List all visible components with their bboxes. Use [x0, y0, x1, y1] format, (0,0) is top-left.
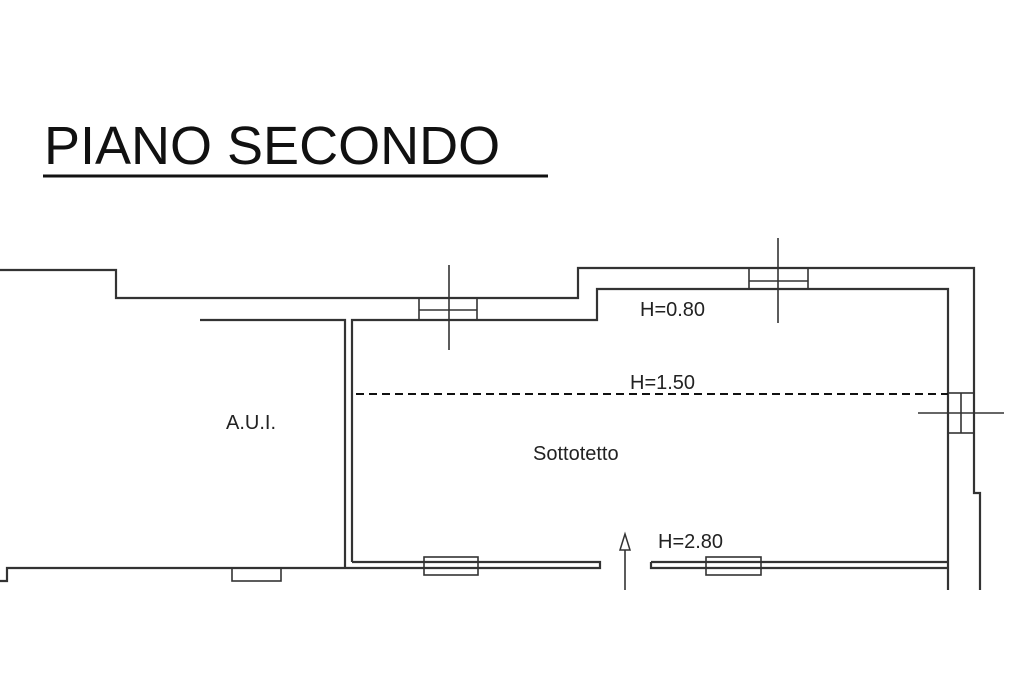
room-label-aui: A.U.I. [226, 412, 276, 434]
entrance-arrow-icon [618, 531, 632, 590]
room-label-sottotetto: Sottotetto [533, 443, 619, 465]
window-top-right [748, 238, 809, 323]
walls [0, 266, 982, 590]
plan-title: PIANO SECONDO [44, 116, 500, 176]
bottom-windows [231, 556, 762, 582]
window-right [918, 392, 1004, 434]
window-top-left [418, 265, 478, 350]
height-label-1-50: H=1.50 [630, 372, 695, 394]
height-label-0-80: H=0.80 [640, 299, 705, 321]
height-label-2-80: H=2.80 [658, 531, 723, 553]
